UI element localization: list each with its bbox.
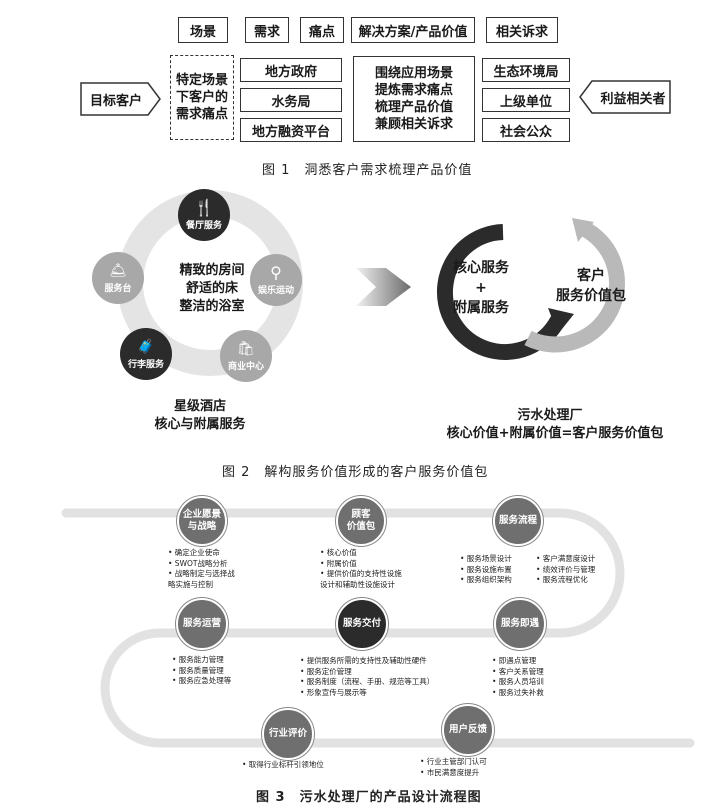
target-customer-label: 目标客户 — [89, 94, 142, 109]
node-service-encounter: 服务即遇 — [494, 598, 546, 650]
evaluation-bullets: • 取得行业标杆引领地位 — [242, 760, 324, 769]
bell-icon: 🛎 — [109, 262, 127, 279]
node-customer-value-package: 顾客 价值包 — [336, 496, 386, 546]
stakeholders-arrow — [579, 80, 671, 114]
luggage-service-node: 🧳 行李服务 — [120, 328, 172, 380]
node-user-feedback: 用户反馈 — [442, 704, 494, 756]
plant-title: 污水处理厂 — [517, 408, 583, 423]
header-scenario: 场景 — [178, 17, 228, 43]
node-service-delivery: 服务交付 — [336, 598, 388, 650]
front-desk-label: 服务台 — [104, 283, 132, 294]
stakeholders-label: 利益相关者 — [600, 92, 666, 107]
node-service-process: 服务流程 — [493, 496, 543, 546]
need-water-bureau: 水务局 — [240, 88, 342, 112]
front-desk-node: 🛎 服务台 — [92, 252, 144, 304]
node-industry-evaluation: 行业评价 — [262, 708, 314, 760]
node-vision-strategy: 企业愿景 与战略 — [177, 496, 227, 546]
node-service-operation: 服务运营 — [176, 598, 228, 650]
claim-ecology-bureau: 生态环境局 — [482, 58, 570, 82]
luggage-icon: 🧳 — [137, 338, 155, 355]
restaurant-service-node: 🍴 餐厅服务 — [178, 189, 230, 241]
luggage-service-label: 行李服务 — [127, 359, 164, 370]
business-center-label: 商业中心 — [227, 361, 264, 372]
figure-2-caption: 图 2 解构服务价值形成的客户服务价值包 — [222, 465, 489, 480]
package-bullets: • 核心价值 • 附属价值 • 提供价值的支持性设施 设计和辅助性设施设计 — [320, 548, 402, 589]
target-customer-arrow — [80, 82, 161, 116]
vision-bullets: • 确定企业使命 • SWOT战略分析 • 战略制定与选择战 略实施与控制 — [168, 548, 235, 589]
entertainment-node: ⚲ 娱乐运动 — [250, 254, 302, 306]
plant-formula: 核心价值+附属价值=客户服务价值包 — [446, 426, 664, 441]
entertainment-label: 娱乐运动 — [257, 285, 294, 296]
hotel-title: 星级酒店 核心与附属服务 — [154, 399, 246, 432]
header-solution: 解决方案/产品价值 — [351, 17, 475, 43]
header-needs: 需求 — [245, 17, 289, 43]
header-related-claims: 相关诉求 — [486, 17, 558, 43]
shopping-bag-icon: 🛍 — [237, 340, 255, 357]
process-serpentine-path — [61, 508, 695, 748]
business-center-node: 🛍 商业中心 — [220, 330, 272, 382]
claim-superior-unit: 上级单位 — [482, 88, 570, 112]
figure-3-caption: 图 3 污水处理厂的产品设计流程图 — [256, 790, 482, 805]
process-bullets-right: • 客户满意度设计 • 绩效评价与管理 • 服务流程优化 — [536, 554, 596, 584]
figure-1-caption: 图 1 洞悉客户需求梳理产品价值 — [262, 163, 473, 178]
delivery-bullets: • 提供服务所需的支持性及辅助性硬件 • 服务定价管理 • 服务制度（流程、手册… — [300, 656, 435, 697]
claim-public: 社会公众 — [482, 118, 570, 142]
restaurant-service-label: 餐厅服务 — [185, 220, 222, 231]
need-local-government: 地方政府 — [240, 58, 342, 82]
hotel-center-text: 精致的房间 舒适的床 整洁的浴室 — [179, 263, 245, 314]
value-cycle-graphic — [436, 218, 625, 360]
header-pain-points: 痛点 — [300, 17, 344, 43]
fork-knife-icon: 🍴 — [194, 197, 214, 217]
encounter-bullets: • 即遇点管理 • 客户关系管理 • 服务人员培训 • 服务过失补救 — [492, 656, 544, 697]
operation-bullets: • 服务能力管理 • 服务质量管理 • 服务应急处理等 — [172, 655, 232, 685]
process-bullets-left: • 服务场景设计 • 服务设施布置 • 服务组织架构 — [460, 554, 512, 584]
feedback-bullets: • 行业主管部门认可 • 市民满意度提升 — [420, 757, 487, 777]
scenario-box: 特定场景 下客户的 需求痛点 — [170, 55, 234, 140]
service-value-package-label: 客户 服务价值包 — [556, 268, 626, 304]
magnifier-icon: ⚲ — [270, 262, 282, 282]
need-financing-platform: 地方融资平台 — [240, 118, 342, 142]
core-plus-auxiliary-label: 核心服务 + 附属服务 — [453, 260, 509, 316]
solution-box: 围绕应用场景 提炼需求痛点 梳理产品价值 兼顾相关诉求 — [353, 56, 475, 142]
transform-arrow — [356, 268, 411, 306]
